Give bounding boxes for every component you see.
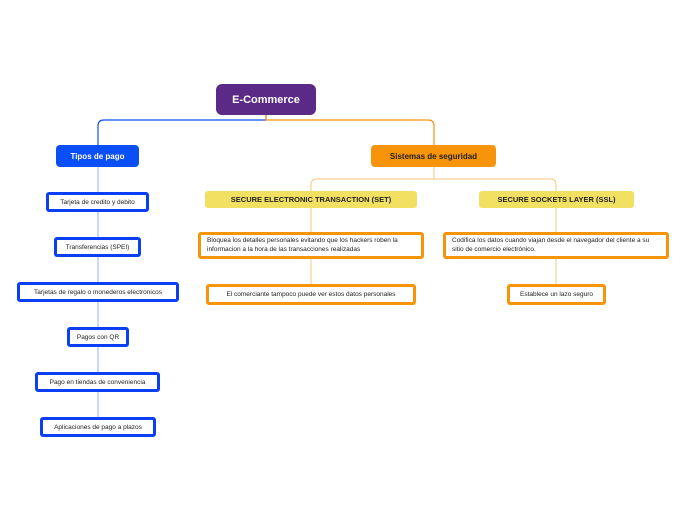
set-item-merchant-cannot-see[interactable]: El comerciante tampoco puede ver estos d… [206, 284, 416, 305]
ssl-item-encodes-data[interactable]: Codifica los datos cuando viajan desde e… [443, 232, 669, 259]
topic-payment-types[interactable]: Tipos de pago [56, 145, 139, 167]
connector-security-ssl [434, 178, 557, 191]
set-item-blocks-details[interactable]: Bloquea los detalles personales evitando… [198, 232, 424, 259]
payment-item-convenience-stores[interactable]: Pago en tiendas de conveniencia [35, 372, 160, 392]
topic-security-systems[interactable]: Sistemas de seguridad [371, 145, 496, 167]
payment-item-transfers[interactable]: Transferencias (SPEI) [54, 237, 141, 257]
payment-item-gift-cards[interactable]: Tarjetas de regalo o monederos electroni… [17, 282, 179, 302]
connector-security-set [310, 167, 435, 191]
connector-root-security [265, 115, 435, 145]
subtopic-ssl[interactable]: SECURE SOCKETS LAYER (SSL) [479, 191, 634, 208]
subtopic-set[interactable]: SECURE ELECTRONIC TRANSACTION (SET) [205, 191, 417, 208]
connector-root-payment [97, 115, 267, 145]
payment-item-cards[interactable]: Tarjeta de credito y debito [46, 192, 149, 212]
ssl-item-secure-link[interactable]: Establece un lazo seguro [507, 284, 606, 305]
payment-item-qr[interactable]: Pagos con QR [67, 327, 129, 347]
root-node[interactable]: E-Commerce [216, 84, 316, 115]
payment-item-installments[interactable]: Aplicaciones de pago a plazos [40, 417, 156, 437]
